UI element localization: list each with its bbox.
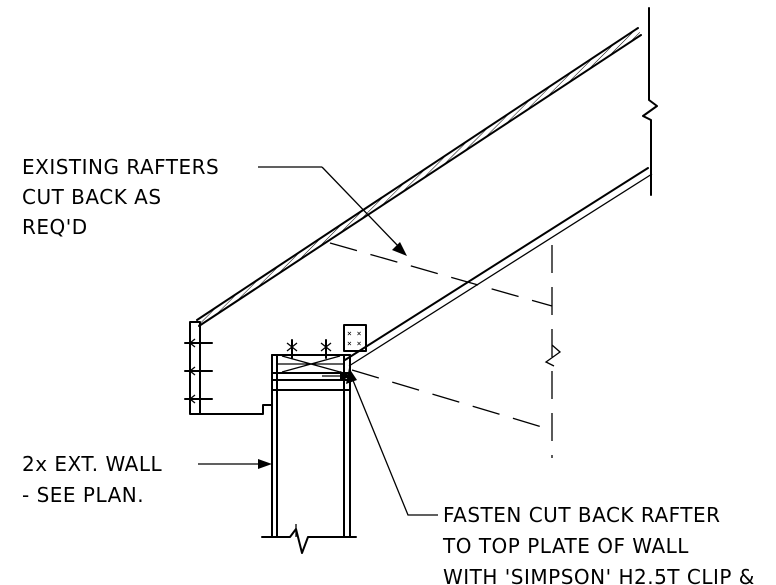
svg-text:× ×: × ×	[347, 339, 362, 348]
note-wall-line-1: 2x EXT. WALL	[22, 452, 162, 476]
soffit-return	[199, 404, 273, 415]
note-wall-line-2: - SEE PLAN.	[22, 483, 144, 507]
fascia-bolts	[184, 338, 213, 404]
svg-text:× ×: × ×	[347, 329, 362, 338]
fascia-board	[189, 321, 201, 415]
note-fasten-line-1: FASTEN CUT BACK RAFTER	[443, 503, 721, 527]
top-break-line	[642, 7, 658, 196]
roof-sheathing	[196, 27, 642, 327]
leader-fasten	[322, 368, 438, 516]
note-existing-rafters: EXISTING RAFTERS CUT BACK AS REQ'D	[22, 155, 219, 239]
simpson-clip: × × × ×	[343, 324, 367, 352]
leader-rafters	[258, 166, 407, 256]
existing-rafter-dashed	[329, 242, 562, 458]
note-rafters-line-2: CUT BACK AS	[22, 185, 162, 209]
note-rafters-line-3: REQ'D	[22, 215, 88, 239]
note-exterior-wall: 2x EXT. WALL - SEE PLAN.	[22, 452, 162, 507]
leader-wall	[198, 459, 272, 469]
note-fasten-line-2: TO TOP PLATE OF WALL	[442, 534, 689, 558]
note-rafters-line-1: EXISTING RAFTERS	[22, 155, 219, 179]
exterior-wall	[261, 339, 357, 554]
new-rafter-edge	[344, 167, 653, 367]
note-fasten-line-3: WITH 'SIMPSON' H2.5T CLIP &	[443, 565, 755, 585]
note-fasten-rafter: FASTEN CUT BACK RAFTER TO TOP PLATE OF W…	[442, 503, 755, 585]
